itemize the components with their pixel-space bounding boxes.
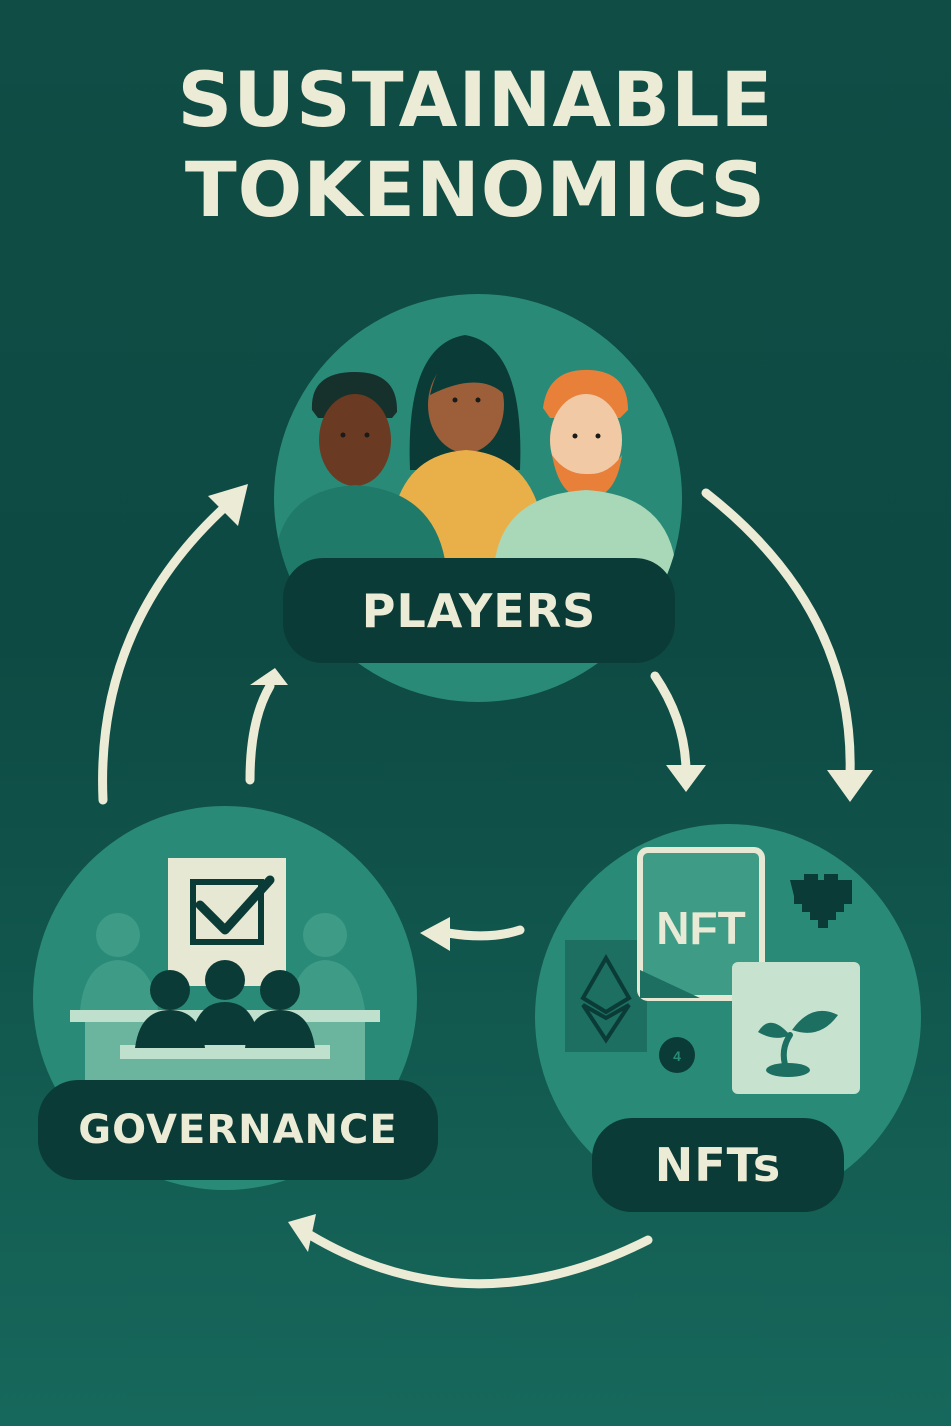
inner-arrow-players-to-nfts [655, 676, 686, 770]
nft-card-label: NFT [640, 880, 762, 975]
inner-arrow-governance-to-players [250, 686, 270, 780]
svg-text:4: 4 [673, 1048, 681, 1064]
inner-arrowhead-down [666, 765, 706, 792]
players-label: PLAYERS [283, 558, 675, 663]
inner-arrow-nfts-to-governance [448, 930, 520, 936]
nfts-label: NFTs [592, 1118, 844, 1212]
outer-arrow-governance-to-players [103, 498, 235, 800]
arrowhead-top-right [827, 770, 873, 802]
governance-label: GOVERNANCE [38, 1080, 438, 1180]
inner-arrowhead-left [420, 917, 450, 951]
outer-arrow-players-to-nfts [706, 493, 850, 775]
inner-arrowhead-up [250, 668, 288, 685]
outer-arrow-nfts-to-governance [310, 1235, 648, 1284]
arrowhead-bottom [288, 1214, 316, 1252]
